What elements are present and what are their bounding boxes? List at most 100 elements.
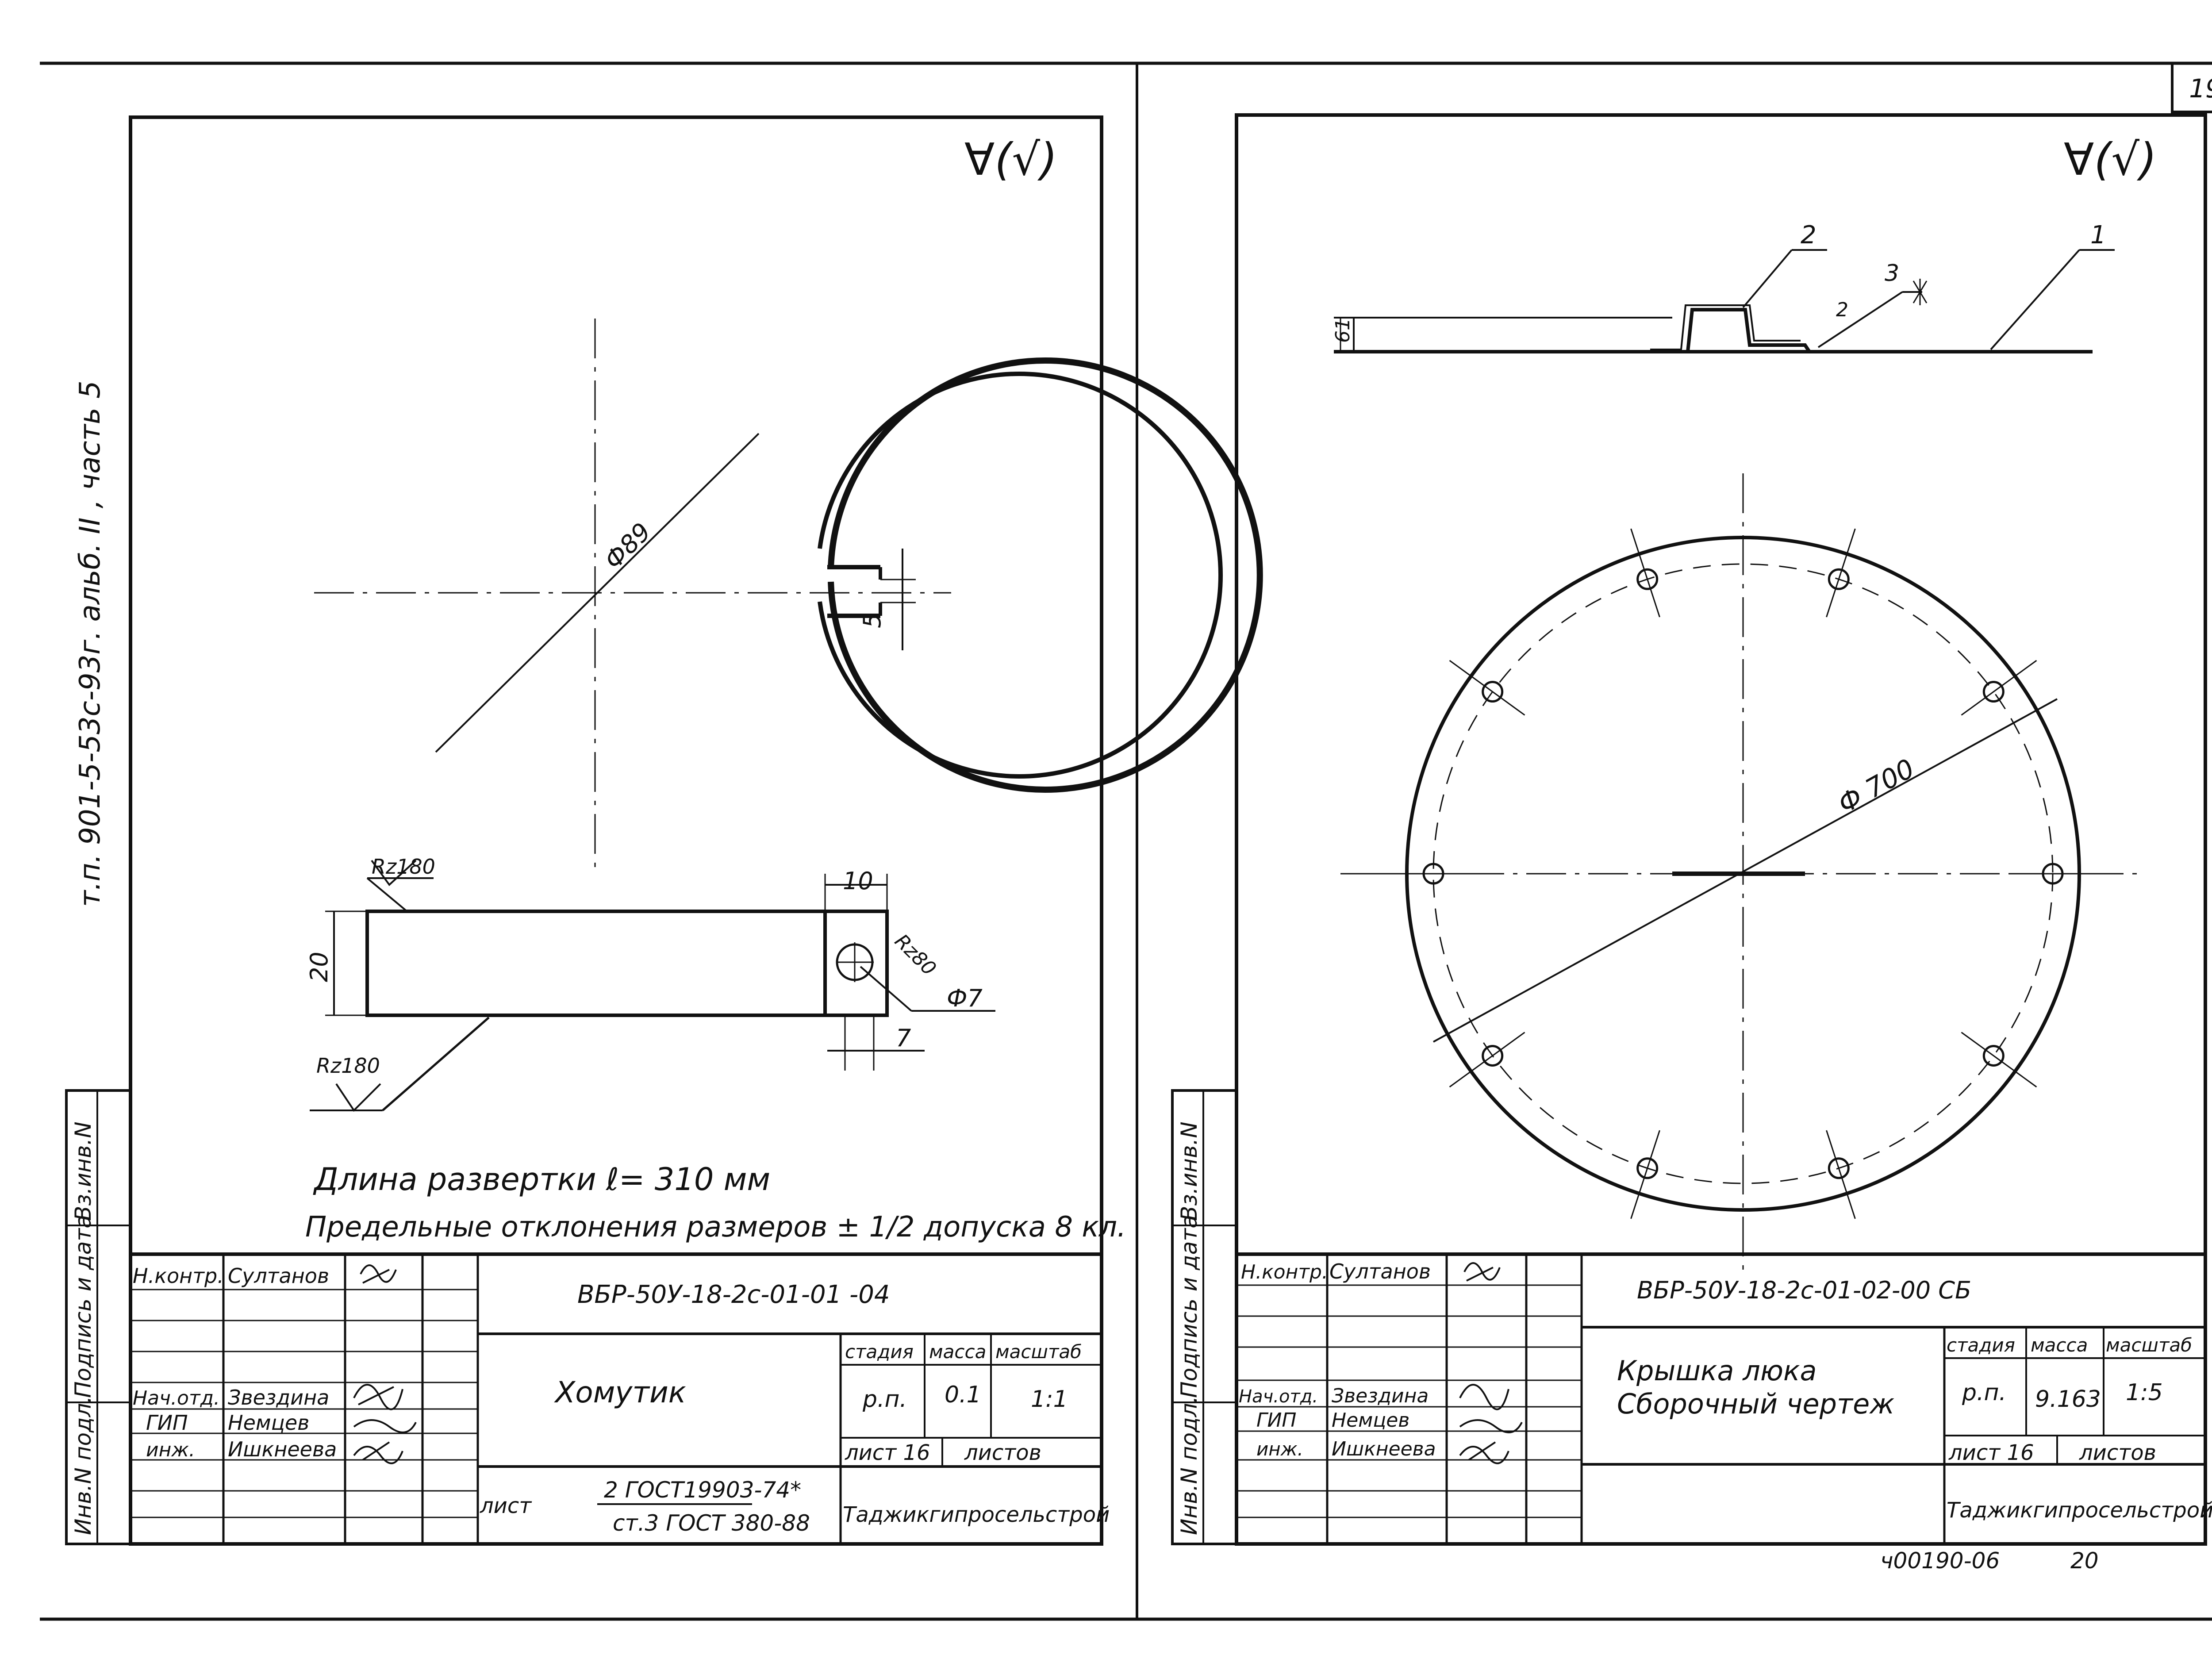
- page-number-box: 19: [2171, 62, 2212, 113]
- right-thickness: 61: [1332, 318, 1354, 343]
- left-sheet-label: лист 16: [845, 1440, 930, 1465]
- right-title-block: [1235, 1252, 2207, 1546]
- right-margin-strip: [1171, 1089, 1238, 1545]
- right-scale-label: масштаб: [2106, 1334, 2192, 1356]
- left-doc-code: ВБР-50У-18-2с-01-01 -04: [577, 1280, 890, 1309]
- bolt-hole-axis: [1961, 1032, 2037, 1088]
- bolt-hole-axis: [1826, 528, 1856, 618]
- right-sheet-label: лист 16: [1948, 1440, 2034, 1465]
- bolt-hole-axis: [1961, 660, 2037, 716]
- left-margin-vz-inv: Вз.инв.N: [70, 1121, 96, 1221]
- right-mass-label: масса: [2031, 1334, 2088, 1356]
- left-sheet: ∀(√) Ф89 5: [65, 115, 1263, 1546]
- right-doc-code: ВБР-50У-18-2с-01-02-00 СБ: [1637, 1276, 1971, 1304]
- right-mass: 9.163: [2035, 1386, 2101, 1413]
- tb-name: Ишкнеева: [1332, 1438, 1436, 1460]
- tb-role: инж.: [146, 1439, 195, 1461]
- left-note-1: Длина развертки ℓ= 310 мм: [313, 1161, 770, 1198]
- bolt-hole-axis: [1449, 1032, 1525, 1088]
- right-margin-podpis: Подпись и дата: [1176, 1215, 1202, 1398]
- right-stage-label: стадия: [1947, 1334, 2015, 1356]
- left-org: Таджикгипросельстрой: [843, 1502, 1110, 1527]
- left-material-prefix: лист: [480, 1494, 532, 1518]
- page-frame: [40, 61, 2212, 1621]
- bottom-number: 20: [2070, 1548, 2099, 1574]
- strip-view: [310, 860, 995, 1112]
- right-pos-3: 3: [1885, 260, 1899, 287]
- left-sheet-frame: [129, 115, 1103, 1546]
- right-diameter-label: Ф 700: [1833, 753, 1920, 820]
- left-sheets-label: листов: [964, 1440, 1041, 1465]
- side-note: т.п. 901-5-53с-93г. альб. II , часть 5: [74, 380, 107, 907]
- right-pos-1: 1: [2090, 221, 2106, 250]
- tb-name: Звездина: [1332, 1385, 1429, 1407]
- right-margin-inv-podl: Инв.N подл.: [1176, 1396, 1202, 1535]
- tb-role: Н.контр.: [133, 1264, 224, 1288]
- page-number: 19: [2189, 73, 2212, 104]
- right-signatures: [1459, 1262, 1523, 1464]
- left-stage: р.п.: [862, 1386, 907, 1413]
- bolt-hole-axis: [1826, 1130, 1856, 1219]
- left-slot-label: 5: [858, 613, 886, 628]
- left-roughness-mark: ∀(√): [964, 134, 1057, 185]
- tb-role: Н.контр.: [1241, 1261, 1328, 1283]
- right-sheet: ∀(√) 61 2 3 1 2: [1171, 113, 2212, 1546]
- tb-name: Немцев: [228, 1411, 309, 1435]
- left-note-2: Предельные отклонения размеров ± 1/2 доп…: [305, 1211, 1126, 1244]
- bolt-hole-axis: [1630, 528, 1660, 618]
- left-rz-hole: Rz80: [890, 930, 941, 980]
- left-stage-label: стадия: [845, 1341, 914, 1363]
- tb-name: Немцев: [1332, 1409, 1409, 1432]
- bottom-code: ч00190-06: [1880, 1548, 2000, 1574]
- bolt-hole-axis: [1630, 1130, 1660, 1219]
- left-diameter-label: Ф89: [599, 517, 657, 575]
- bolt-hole: [1982, 1044, 2005, 1067]
- left-mass-label: масса: [929, 1341, 986, 1363]
- bolt-hole-axis: [1449, 660, 1525, 716]
- left-material-top: 2 ГОСТ19903-74*: [604, 1477, 801, 1503]
- right-roughness-mark: ∀(√): [2064, 134, 2157, 185]
- left-margin-podpis: Подпись и дата: [70, 1215, 96, 1398]
- tb-role: ГИП: [146, 1411, 188, 1435]
- bolt-hole: [1482, 681, 1504, 703]
- left-signatures: [353, 1264, 417, 1464]
- tb-name: Султанов: [228, 1264, 329, 1288]
- left-mass: 0.1: [945, 1382, 981, 1408]
- right-stage: р.п.: [1962, 1379, 2006, 1406]
- right-margin-vz-inv: Вз.инв.N: [1176, 1121, 1202, 1221]
- bolt-hole: [1636, 568, 1659, 590]
- left-title-block-roles: Н.контр. Султанов Нач.отд. Звездина ГИП …: [133, 1264, 337, 1461]
- left-margin-inv-podl: Инв.N подл.: [70, 1396, 96, 1535]
- right-org: Таджикгипросельстрой: [1947, 1498, 2212, 1523]
- bolt-hole: [1982, 681, 2005, 703]
- tb-name: Ишкнеева: [228, 1437, 337, 1461]
- left-width-10: 10: [843, 867, 873, 895]
- tb-role: Нач.отд.: [133, 1387, 220, 1409]
- right-scale: 1:5: [2126, 1379, 2163, 1406]
- bolt-hole: [1636, 1157, 1659, 1179]
- left-hole-7: 7: [896, 1024, 911, 1052]
- left-part-name: Хомутик: [554, 1375, 686, 1409]
- right-weld: 2: [1836, 299, 1848, 321]
- right-sheet-frame: [1235, 113, 2207, 1546]
- tb-role: ГИП: [1256, 1409, 1297, 1432]
- left-height-20: 20: [305, 952, 333, 982]
- bolt-hole: [1828, 1157, 1850, 1179]
- tb-name: Султанов: [1329, 1259, 1431, 1283]
- section-view: [1334, 249, 2115, 353]
- tb-role: инж.: [1256, 1438, 1303, 1460]
- left-material-bottom: ст.3 ГОСТ 380-88: [613, 1510, 810, 1536]
- right-sheets-label: листов: [2079, 1440, 2156, 1465]
- right-part-name-1: Крышка люка: [1617, 1355, 1816, 1387]
- cover-plan-view: [1340, 473, 2137, 1274]
- tb-name: Звездина: [228, 1386, 329, 1409]
- tb-role: Нач.отд.: [1239, 1386, 1318, 1407]
- left-rz-bottom: Rz180: [316, 1054, 380, 1078]
- clamp-ring-view: [314, 319, 1263, 867]
- right-part-name-2: Сборочный чертеж: [1617, 1388, 1894, 1420]
- left-title-block: [129, 1252, 1103, 1546]
- left-scale: 1:1: [1031, 1386, 1068, 1413]
- left-hole-d7: Ф7: [947, 984, 983, 1012]
- right-pos-2: 2: [1801, 221, 1816, 250]
